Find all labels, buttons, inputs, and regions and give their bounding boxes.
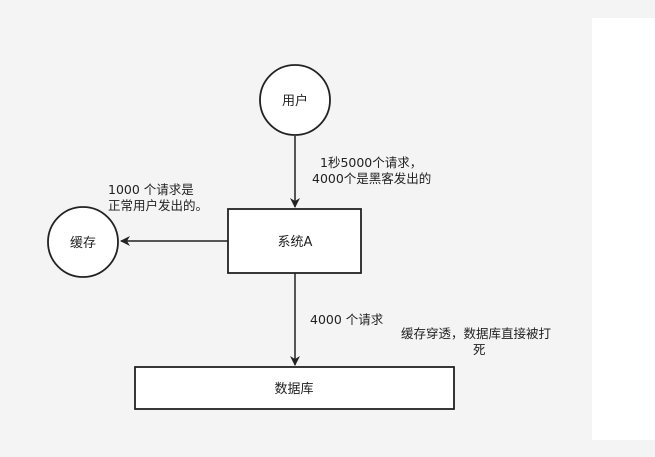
annotation-db-requests: 4000 个请求 — [310, 312, 384, 327]
node-database[interactable]: 数据库 — [134, 366, 455, 410]
node-cache[interactable]: 缓存 — [47, 206, 119, 278]
annotation-requests-line2: 4000个是黑客发出的 — [312, 171, 431, 186]
node-cache-label: 缓存 — [70, 236, 96, 251]
annotation-normal-line2: 正常用户发出的。 — [108, 198, 208, 213]
annotation-penetration-line1: 缓存穿透，数据库直接被打 — [401, 326, 551, 341]
node-user-label: 用户 — [282, 93, 308, 109]
node-system-label: 系统A — [278, 235, 313, 250]
annotation-normal-line1: 1000 个请求是 — [108, 182, 194, 197]
annotation-requests-line1: 1秒5000个请求， — [320, 155, 422, 170]
node-database-label: 数据库 — [274, 381, 313, 397]
annotation-penetration-line2: 死 — [473, 342, 486, 357]
node-user[interactable]: 用户 — [259, 64, 331, 136]
side-panel — [592, 18, 655, 440]
node-system[interactable]: 系统A — [227, 208, 362, 274]
